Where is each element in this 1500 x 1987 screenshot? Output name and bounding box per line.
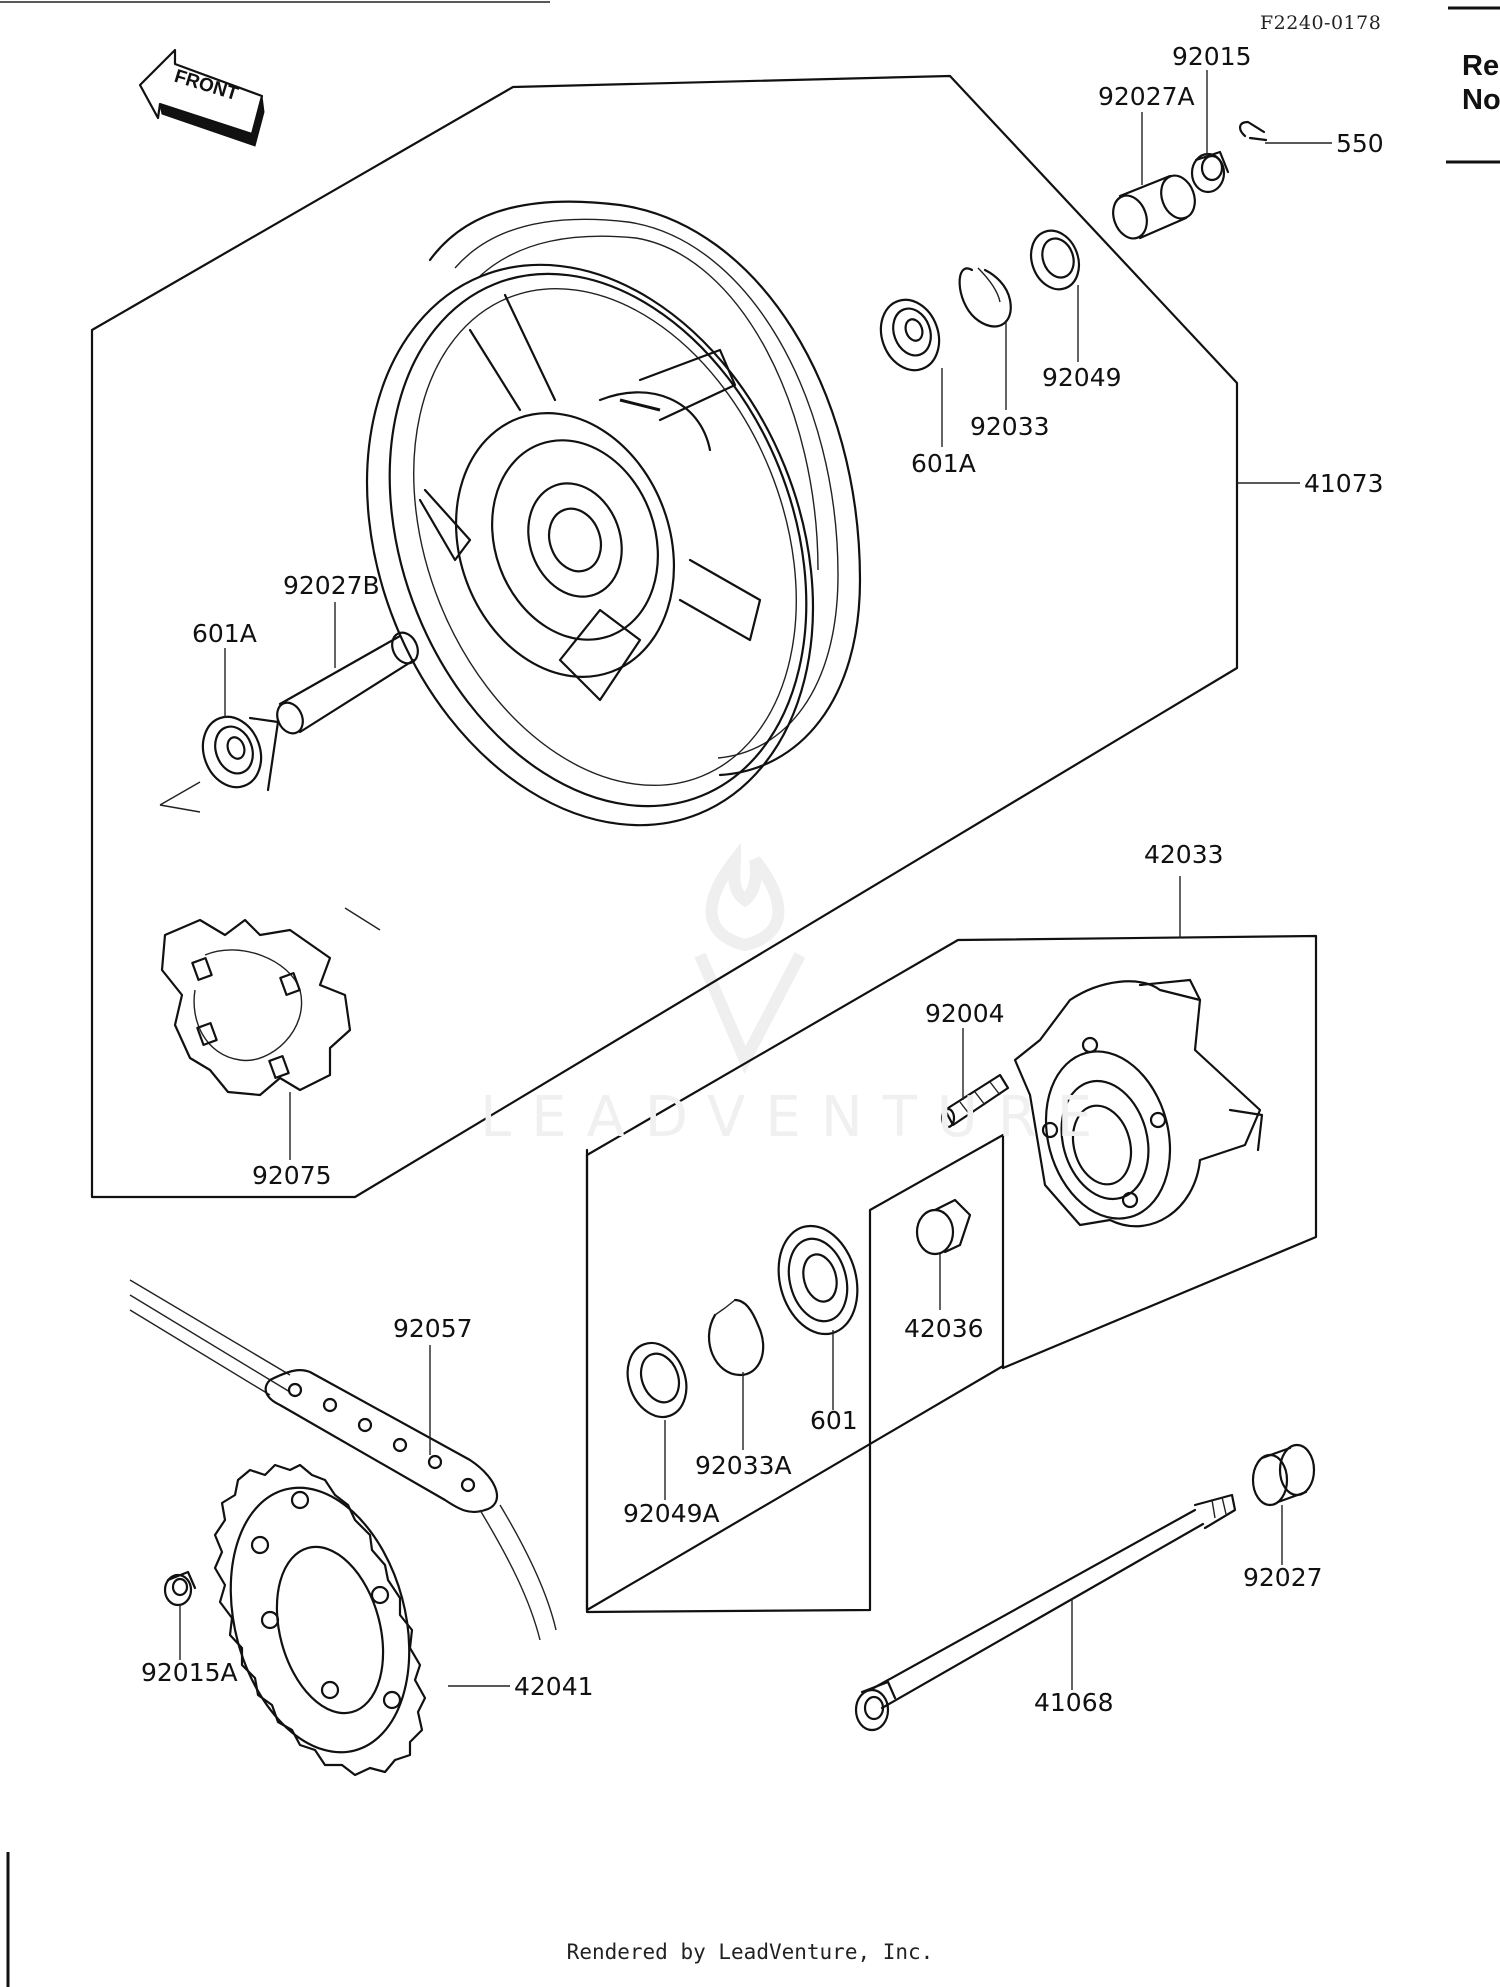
figure-reference-code: F2240-0178 (1260, 12, 1382, 34)
axle-41068 (854, 1493, 1237, 1732)
axis-line-damper (344, 907, 381, 931)
part-label-92057[interactable]: 92057 (393, 1314, 473, 1343)
chain-92057 (129, 1279, 557, 1641)
part-label-601[interactable]: 601 (810, 1406, 858, 1435)
part-label-42033[interactable]: 42033 (1144, 840, 1224, 869)
collar-92049 (1029, 229, 1081, 291)
footer-credit: Rendered by LeadVenture, Inc. (566, 1940, 934, 1964)
part-label-42041[interactable]: 42041 (514, 1672, 594, 1701)
nut-92015 (1190, 150, 1230, 194)
sprocket-hub-42033 (1013, 978, 1264, 1228)
part-label-92027[interactable]: 92027 (1243, 1563, 1323, 1592)
damper-92075 (160, 918, 352, 1097)
part-label-601a-right[interactable]: 601A (911, 449, 976, 478)
part-label-92015[interactable]: 92015 (1172, 42, 1252, 71)
cotter-pin-550 (1239, 120, 1268, 142)
part-label-42036[interactable]: 42036 (904, 1314, 984, 1343)
part-label-92027a[interactable]: 92027A (1098, 82, 1195, 111)
part-label-601a-left[interactable]: 601A (192, 619, 257, 648)
front-arrow-icon (138, 48, 265, 147)
watermark-text: LEADVENTURE (480, 1085, 1113, 1150)
part-label-92033a[interactable]: 92033A (695, 1451, 792, 1480)
bearing-601a-left (201, 715, 280, 792)
rear-wheel (365, 200, 862, 827)
collar-42036 (915, 1198, 972, 1256)
part-label-41068[interactable]: 41068 (1034, 1688, 1114, 1717)
collar-92027 (1251, 1443, 1316, 1507)
part-label-92004[interactable]: 92004 (925, 999, 1005, 1028)
part-label-92075[interactable]: 92075 (252, 1161, 332, 1190)
spacer-tube-92027b (276, 631, 419, 735)
bearing-601a-right (879, 298, 941, 372)
spacer-92027a (1112, 174, 1196, 240)
stud-92004 (940, 1073, 1010, 1129)
part-label-92049a[interactable]: 92049A (623, 1499, 720, 1528)
axis-line-left (159, 781, 201, 813)
circlip-92033a (707, 1298, 765, 1377)
part-label-92049[interactable]: 92049 (1042, 363, 1122, 392)
side-heading-top: Re (1462, 50, 1500, 82)
part-label-550[interactable]: 550 (1336, 129, 1384, 158)
collar-92049a (626, 1341, 688, 1419)
hub-group-border (585, 1148, 1005, 1612)
leader-lines (179, 70, 1332, 1690)
watermark-emblem (694, 842, 806, 1074)
part-label-92027b[interactable]: 92027B (283, 571, 380, 600)
hub-group-border-main (585, 934, 1318, 1614)
nut-92015a (163, 1570, 197, 1607)
sprocket-42041 (213, 1463, 427, 1777)
bearing-601 (777, 1224, 859, 1336)
part-label-92033[interactable]: 92033 (970, 412, 1050, 441)
wheel-group-border (90, 74, 1239, 1199)
side-heading-bottom: No (1462, 84, 1500, 116)
part-label-92015a[interactable]: 92015A (141, 1658, 238, 1687)
circlip-92033 (958, 267, 1012, 328)
part-label-41073[interactable]: 41073 (1304, 469, 1384, 498)
